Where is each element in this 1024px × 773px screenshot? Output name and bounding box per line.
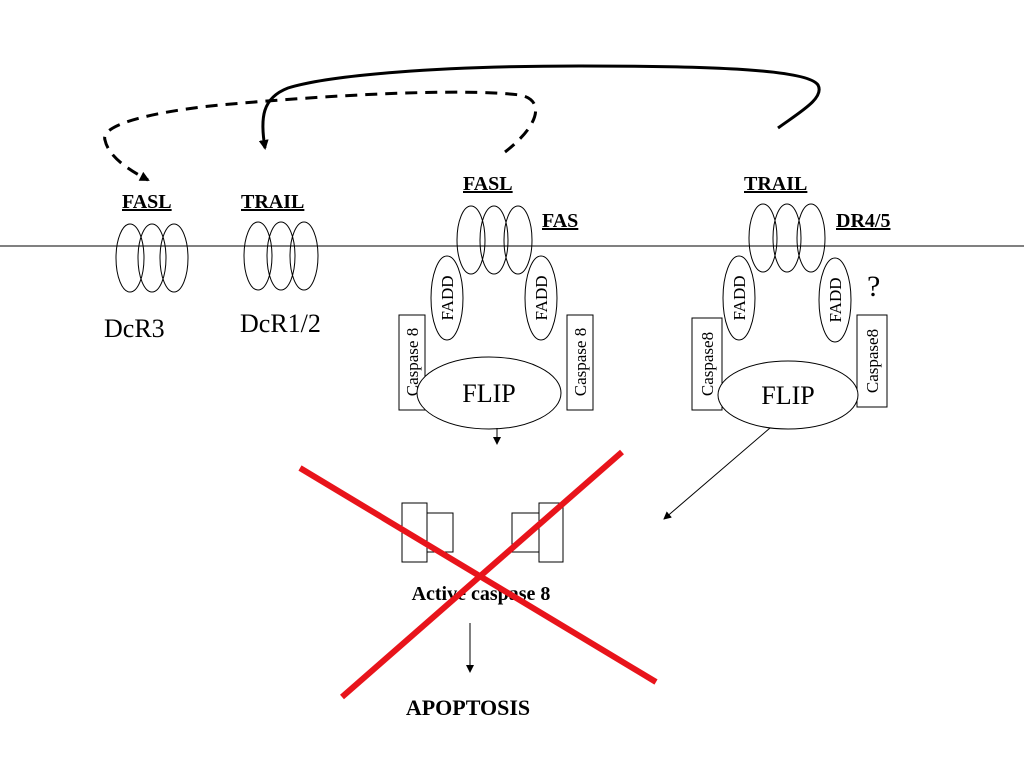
- flip-right-label: FLIP: [761, 381, 814, 410]
- fadd-right-label: FADD: [532, 275, 551, 320]
- caspase-right-label: Caspase8: [863, 329, 882, 393]
- fas-ligand-label: FASL: [463, 173, 513, 195]
- receptor-ellipse: [503, 205, 533, 275]
- fadd-right-label: FADD: [826, 277, 845, 322]
- dr45-complex: TRAIL DR4/5 ? FADD FADD Caspase8 Caspase…: [663, 173, 890, 520]
- dcr12-ligand-label: TRAIL: [241, 191, 304, 213]
- dcr3-label: DcR3: [104, 314, 165, 343]
- flip-right: [717, 360, 859, 430]
- receptor-ellipse: [289, 221, 319, 291]
- receptor-ellipse: [266, 221, 296, 291]
- dr-diagonal-arrow: [663, 427, 771, 520]
- dcr12-receptor: TRAIL DcR1/2: [240, 191, 321, 338]
- caspase-left-label: Caspase8: [698, 332, 717, 396]
- dcr12-label: DcR1/2: [240, 309, 321, 338]
- fadd-left: [722, 255, 756, 341]
- fadd-right: [818, 257, 852, 343]
- receptor-ellipse: [137, 223, 167, 293]
- solid-arrow-trail-to-dcr12: [258, 64, 821, 150]
- fadd-left-label: FADD: [438, 275, 457, 320]
- caspase-right: [566, 314, 594, 411]
- receptor-ellipse: [115, 223, 145, 293]
- caspase-right-label: Caspase 8: [571, 328, 590, 396]
- caspase-left: [691, 317, 723, 411]
- fadd-left-label: FADD: [730, 275, 749, 320]
- flip-left-label: FLIP: [462, 379, 515, 408]
- receptor-ellipse: [159, 223, 189, 293]
- receptor-ellipse: [479, 205, 509, 275]
- receptor-ellipse: [748, 203, 778, 273]
- receptor-ellipse: [772, 203, 802, 273]
- dr-receptor-label: DR4/5: [836, 210, 890, 232]
- receptor-ellipse: [456, 205, 486, 275]
- dr-ligand-label: TRAIL: [744, 173, 807, 195]
- fas-receptor-label: FAS: [542, 210, 578, 232]
- dcr3-ligand-label: FASL: [122, 191, 172, 213]
- caspase-left-label: Caspase 8: [403, 328, 422, 396]
- apoptosis-label: APOPTOSIS: [406, 695, 530, 720]
- flip-left: [416, 356, 562, 430]
- receptor-ellipse: [796, 203, 826, 273]
- receptor-ellipse: [243, 221, 273, 291]
- fadd-right: [524, 255, 558, 341]
- active-caspase8: Active caspase 8: [401, 502, 564, 605]
- red-cross-line: [340, 449, 624, 700]
- unknown-mark: ?: [867, 270, 880, 303]
- dashed-arrow-fasl-to-dcr3: [103, 90, 538, 182]
- caspase-right: [856, 314, 888, 408]
- fadd-left: [430, 255, 464, 341]
- dcr3-receptor: FASL DcR3: [104, 191, 189, 343]
- fas-complex: FASL FAS FADD FADD Caspase 8 Caspase 8 F…: [398, 173, 594, 445]
- active-caspase-label: Active caspase 8: [412, 583, 551, 605]
